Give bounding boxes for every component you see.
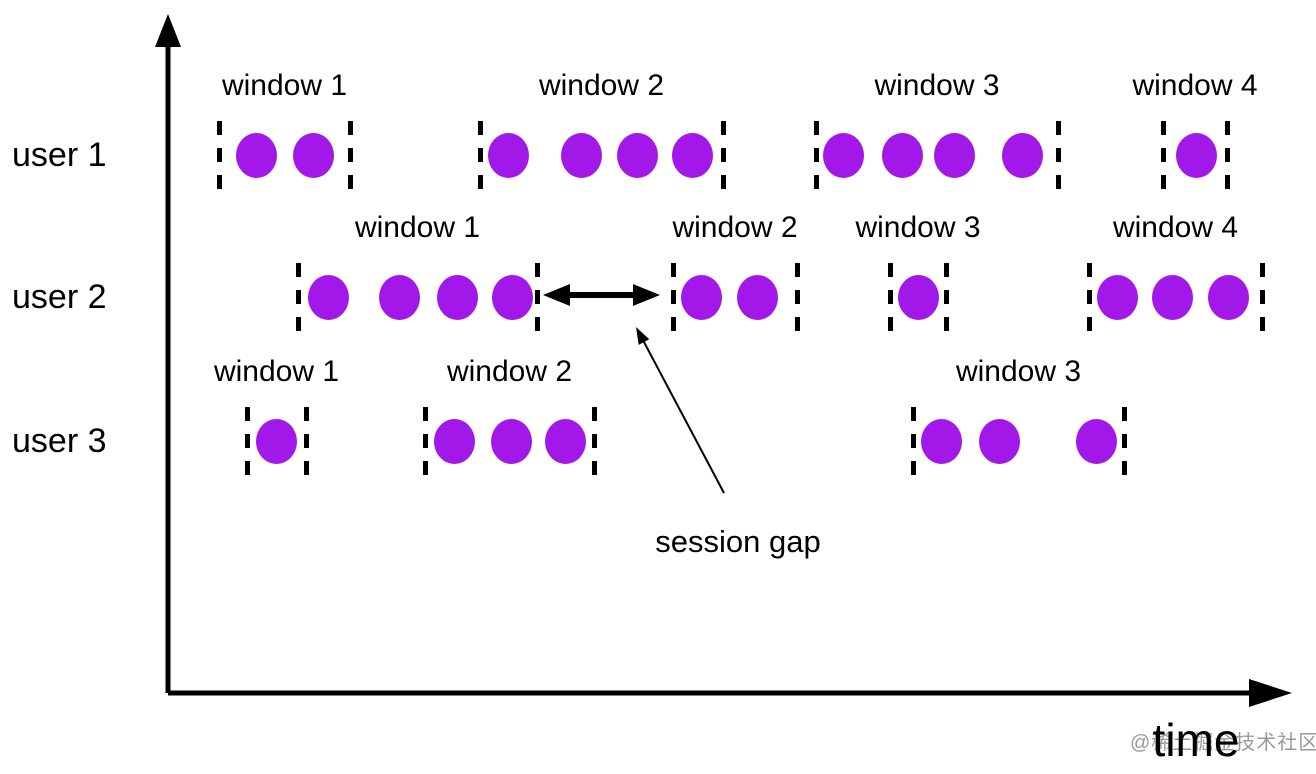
event-dot xyxy=(308,275,349,320)
event-dot xyxy=(492,275,533,320)
event-dot xyxy=(293,133,334,178)
window-label-u1-w4: window 4 xyxy=(1132,69,1258,102)
event-dot xyxy=(434,419,475,464)
session-gap-annotation-line xyxy=(643,341,725,494)
window-label-u1-w2: window 2 xyxy=(538,69,665,102)
window-boundary-end-u1-w1 xyxy=(348,121,353,189)
event-dot xyxy=(898,275,939,320)
window-label-u2-w1: window 1 xyxy=(354,211,481,244)
event-dot xyxy=(823,133,864,178)
event-dot xyxy=(1002,133,1043,178)
event-dot xyxy=(882,133,923,178)
window-boundary-start-u2-w2 xyxy=(671,263,676,331)
event-dot xyxy=(561,133,602,178)
window-boundary-end-u1-w4 xyxy=(1225,121,1230,189)
event-dot xyxy=(1076,419,1117,464)
window-boundary-start-u2-w3 xyxy=(888,263,893,331)
window-boundary-start-u1-w1 xyxy=(217,121,222,189)
event-dot xyxy=(672,133,713,178)
event-dot xyxy=(934,133,975,178)
watermark-text: @稀土掘金技术社区 xyxy=(1130,732,1316,754)
event-dot xyxy=(737,275,778,320)
event-dot xyxy=(1176,133,1217,178)
session-gap-annotation-arrowhead xyxy=(636,327,650,345)
window-boundary-start-u3-w3 xyxy=(911,407,916,475)
y-axis-arrowhead xyxy=(155,14,181,47)
window-boundary-end-u1-w3 xyxy=(1056,121,1061,189)
event-dot xyxy=(1152,275,1193,320)
event-dot xyxy=(1208,275,1249,320)
event-dot xyxy=(379,275,420,320)
event-dot xyxy=(1097,275,1138,320)
event-dot xyxy=(437,275,478,320)
event-dot xyxy=(681,275,722,320)
session-gap-double-arrow-right-head xyxy=(633,284,660,306)
window-label-u3-w1: window 1 xyxy=(213,355,340,388)
time-axis-label: time xyxy=(1152,714,1240,766)
window-boundary-start-u2-w1 xyxy=(296,263,301,331)
window-boundary-end-u1-w2 xyxy=(721,121,726,189)
window-boundary-end-u2-w3 xyxy=(944,263,949,331)
event-dot xyxy=(491,419,532,464)
window-boundary-end-u2-w2 xyxy=(795,263,800,331)
window-boundary-start-u3-w1 xyxy=(245,407,250,475)
user-row-label-1: user 1 xyxy=(12,136,107,174)
window-label-u1-w3: window 3 xyxy=(874,69,1000,102)
window-boundary-start-u2-w4 xyxy=(1087,263,1092,331)
window-boundary-start-u1-w3 xyxy=(814,121,819,189)
session-gap-label: session gap xyxy=(655,524,821,559)
event-dot xyxy=(921,419,962,464)
event-dot xyxy=(617,133,658,178)
session-gap-double-arrow-left-head xyxy=(543,284,570,306)
window-label-u2-w2: window 2 xyxy=(672,211,798,244)
user-row-label-3: user 3 xyxy=(12,422,107,460)
event-dot xyxy=(236,133,277,178)
event-dot xyxy=(256,419,297,464)
window-boundary-end-u2-w1 xyxy=(535,263,540,331)
x-axis-arrowhead xyxy=(1249,679,1292,707)
window-label-u1-w1: window 1 xyxy=(221,69,348,102)
event-dot xyxy=(488,133,529,178)
event-dot xyxy=(979,419,1020,464)
window-label-u3-w3: window 3 xyxy=(955,355,1082,388)
event-dot xyxy=(545,419,586,464)
window-boundary-end-u3-w2 xyxy=(592,407,597,475)
window-boundary-end-u2-w4 xyxy=(1260,263,1265,331)
window-boundary-end-u3-w3 xyxy=(1122,407,1127,475)
window-label-u2-w3: window 3 xyxy=(855,211,981,244)
window-boundary-end-u3-w1 xyxy=(304,407,309,475)
window-label-u3-w2: window 2 xyxy=(446,355,573,388)
window-label-u2-w4: window 4 xyxy=(1112,211,1239,244)
window-boundary-start-u3-w2 xyxy=(423,407,428,475)
user-row-label-2: user 2 xyxy=(12,278,107,316)
window-boundary-start-u1-w4 xyxy=(1161,121,1166,189)
window-boundary-start-u1-w2 xyxy=(478,121,483,189)
